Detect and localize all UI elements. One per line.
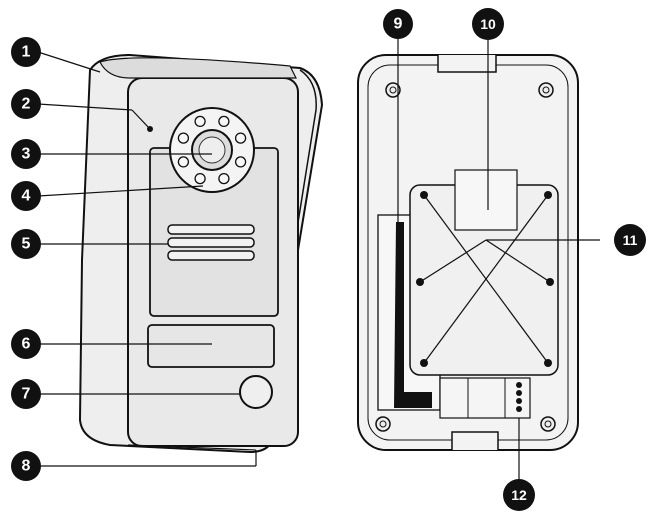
ir-led-ring — [177, 115, 247, 185]
cable — [394, 222, 432, 408]
mounting-cross — [419, 194, 600, 364]
svg-text:8: 8 — [22, 458, 31, 475]
svg-text:1: 1 — [22, 44, 31, 61]
front-view — [78, 53, 324, 454]
svg-text:12: 12 — [511, 487, 527, 503]
svg-text:4: 4 — [22, 188, 31, 205]
callout-4: 4 — [11, 181, 41, 211]
terminal-pins — [516, 382, 522, 412]
terminal-block — [439, 377, 531, 419]
svg-text:7: 7 — [22, 386, 31, 403]
bottom-notch — [451, 431, 499, 450]
callout-5: 5 — [11, 229, 41, 259]
hood-top — [99, 57, 297, 79]
rain-cover-edge — [267, 69, 317, 439]
back-view — [357, 54, 600, 451]
svg-text:2: 2 — [22, 96, 31, 113]
callout-12: 12 — [503, 479, 535, 511]
callout-badges: 1 2 3 4 5 6 7 8 — [11, 8, 646, 511]
callout-1: 1 — [11, 37, 41, 67]
svg-text:6: 6 — [22, 336, 31, 353]
lens-inner — [198, 136, 226, 164]
ir-led — [218, 172, 230, 185]
callout-11: 11 — [614, 224, 646, 256]
mounting-window — [454, 169, 518, 231]
callout-10: 10 — [472, 8, 504, 40]
svg-text:11: 11 — [623, 232, 638, 248]
ir-led — [194, 172, 206, 185]
svg-text:9: 9 — [394, 16, 403, 33]
ir-led — [234, 132, 247, 144]
ir-led — [177, 132, 190, 144]
callout-6: 6 — [11, 329, 41, 359]
front-bottom-edge — [127, 444, 257, 451]
mounting-points — [416, 191, 554, 367]
leader-lines — [37, 36, 520, 480]
ir-led — [194, 115, 206, 128]
callout-9: 9 — [383, 9, 413, 39]
callout-8: 8 — [11, 451, 41, 481]
svg-text:3: 3 — [22, 146, 31, 163]
svg-text:10: 10 — [480, 16, 496, 32]
callout-2: 2 — [11, 89, 41, 119]
corner-screws — [375, 82, 556, 432]
ir-led — [234, 156, 247, 168]
top-notch — [437, 55, 497, 73]
speaker-grille — [167, 224, 255, 261]
ir-led — [218, 115, 230, 128]
call-button — [239, 375, 273, 409]
callout-3: 3 — [11, 139, 41, 169]
svg-text:5: 5 — [22, 236, 31, 253]
name-plate — [147, 324, 275, 368]
ir-led — [177, 156, 190, 168]
callout-7: 7 — [11, 379, 41, 409]
